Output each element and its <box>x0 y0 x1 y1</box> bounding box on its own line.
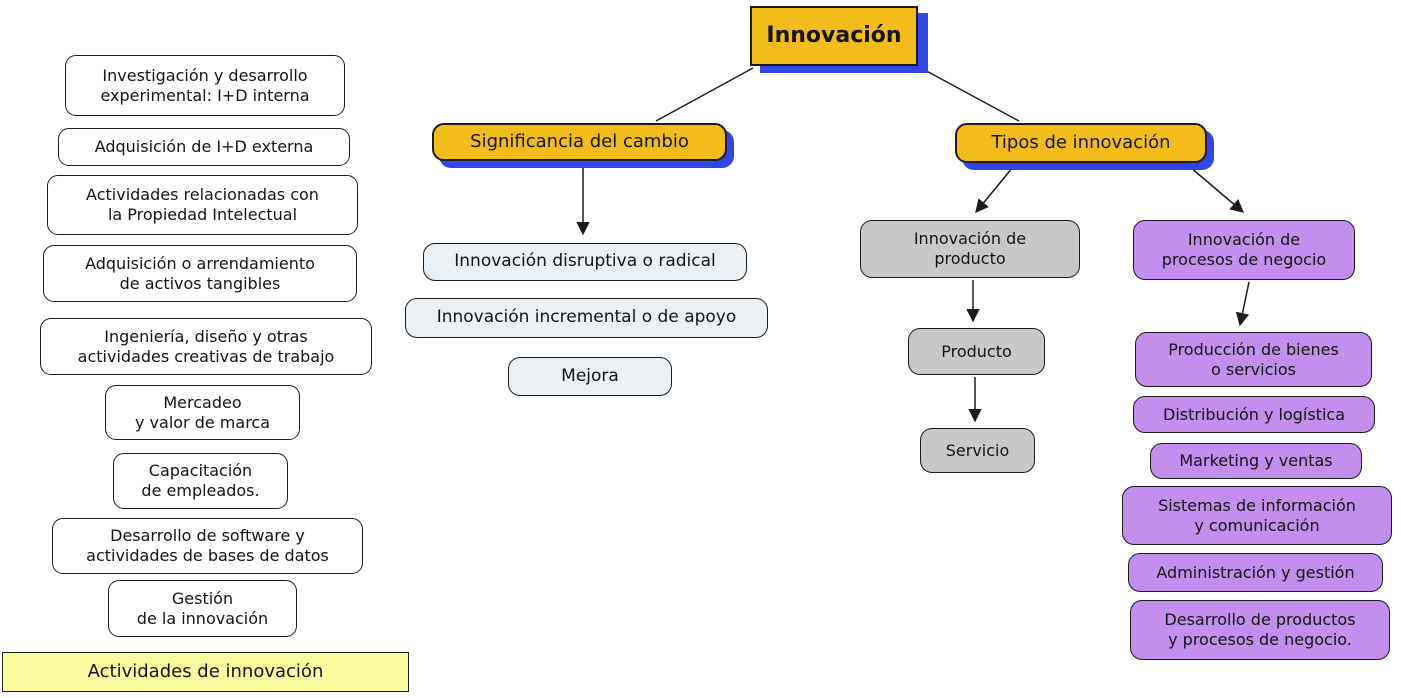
node-significancia-del-cambio[interactable]: Significancia del cambio <box>432 123 727 161</box>
node-gestion-innovacion[interactable]: Gestión de la innovación <box>108 580 297 637</box>
node-adquisicion-id-externa[interactable]: Adquisición de I+D externa <box>58 128 350 166</box>
node-sistemas-informacion-comunicacion[interactable]: Sistemas de información y comunicación <box>1122 486 1392 545</box>
node-investigacion-desarrollo-experimental[interactable]: Investigación y desarrollo experimental:… <box>65 55 345 116</box>
node-mejora[interactable]: Mejora <box>508 357 672 396</box>
arrow-procesos-children <box>1235 281 1250 327</box>
node-distribucion-logistica[interactable]: Distribución y logística <box>1133 396 1375 433</box>
node-produccion-bienes-servicios[interactable]: Producción de bienes o servicios <box>1135 332 1372 387</box>
node-marketing-ventas[interactable]: Marketing y ventas <box>1150 443 1362 479</box>
link-root-significancia <box>655 67 754 122</box>
node-innovacion-incremental[interactable]: Innovación incremental o de apoyo <box>405 298 768 338</box>
node-ingenieria-diseno-creativas[interactable]: Ingeniería, diseño y otras actividades c… <box>40 318 372 375</box>
node-actividades-propiedad-intelectual[interactable]: Actividades relacionadas con la Propieda… <box>47 175 358 235</box>
node-adquisicion-arrendamiento-activos[interactable]: Adquisición o arrendamiento de activos t… <box>43 245 357 302</box>
arrow-tipos-procesos <box>1189 166 1245 213</box>
node-tipos-de-innovacion[interactable]: Tipos de innovación <box>955 123 1207 163</box>
node-innovacion-de-producto[interactable]: Innovación de producto <box>860 220 1080 278</box>
node-administracion-gestion[interactable]: Administración y gestión <box>1128 553 1383 592</box>
node-desarrollo-productos-procesos[interactable]: Desarrollo de productos y procesos de ne… <box>1130 600 1390 660</box>
node-desarrollo-software-bases-datos[interactable]: Desarrollo de software y actividades de … <box>52 518 363 574</box>
link-root-tipos <box>920 67 1020 122</box>
node-mercadeo-valor-marca[interactable]: Mercadeo y valor de marca <box>105 385 300 440</box>
node-servicio[interactable]: Servicio <box>920 428 1035 473</box>
node-innovacion[interactable]: Innovación <box>750 6 918 66</box>
node-producto[interactable]: Producto <box>908 328 1045 375</box>
node-capacitacion-empleados[interactable]: Capacitación de empleados. <box>113 453 288 509</box>
arrow-tipos-producto <box>975 166 1014 214</box>
node-innovacion-disruptiva[interactable]: Innovación disruptiva o radical <box>423 243 747 281</box>
label-actividades-innovacion[interactable]: Actividades de innovación <box>2 652 409 692</box>
node-innovacion-procesos-negocio[interactable]: Innovación de procesos de negocio <box>1133 220 1355 280</box>
